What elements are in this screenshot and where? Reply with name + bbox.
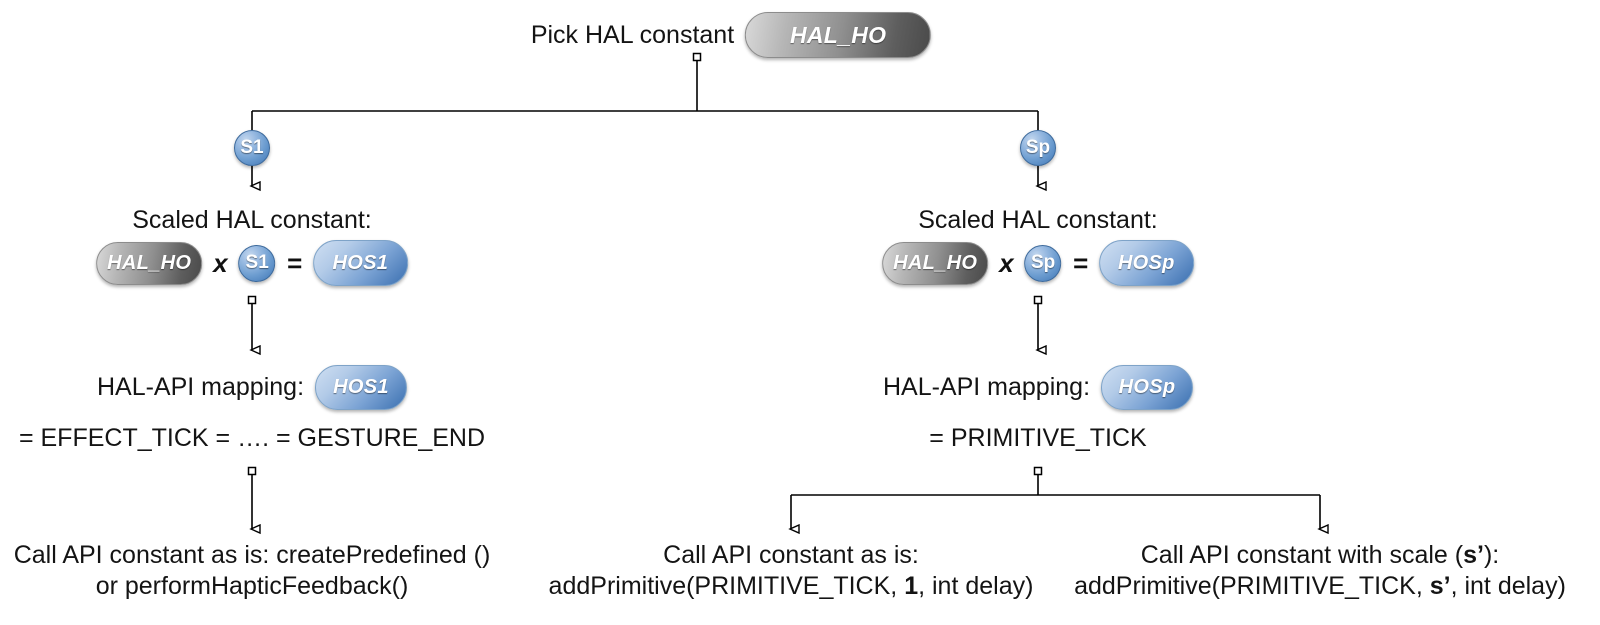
root-node: Pick HAL constant HAL_HO xyxy=(530,12,932,58)
operator-times-left: x xyxy=(213,247,228,278)
right-call-scaled-line2-prefix: addPrimitive(PRIMITIVE_TICK, xyxy=(1074,572,1430,600)
pill-hosp-scaled[interactable]: HOSp xyxy=(1098,240,1194,286)
pill-hal-ho-right[interactable]: HAL_HO xyxy=(882,241,989,285)
right-call-plain-line1: Call API constant as is: xyxy=(663,541,919,569)
right-call-plain-suffix: , int delay) xyxy=(918,572,1034,600)
pill-factor-s1[interactable]: S1 xyxy=(238,244,276,282)
left-scaled-expression: HAL_HO x S1 = HOS1 xyxy=(96,240,408,286)
connector-right-scaled-to-mapping xyxy=(1033,295,1042,351)
pill-hosp-mapping[interactable]: HOSp xyxy=(1101,365,1194,410)
pill-hos1-mapping[interactable]: HOS1 xyxy=(315,365,408,410)
right-call-scaled-line1: Call API constant with scale (s’): xyxy=(1074,540,1566,571)
left-mapping-row: HAL-API mapping: HOS1 xyxy=(96,365,408,410)
right-call-plain-emphasis: 1 xyxy=(904,572,919,600)
pill-hal-ho-root[interactable]: HAL_HO xyxy=(745,12,932,58)
operator-equals-right: = xyxy=(1072,247,1088,278)
right-mapping-row: HAL-API mapping: HOSp xyxy=(882,365,1194,410)
right-call-scaled-line1-suffix: ): xyxy=(1483,541,1500,569)
root-label: Pick HAL constant xyxy=(530,20,735,49)
operator-times-right: x xyxy=(999,247,1014,278)
right-mapping-expansion: = PRIMITIVE_TICK xyxy=(929,424,1147,452)
left-call-line2: or performHapticFeedback() xyxy=(95,572,409,600)
right-call-scaled-line2: addPrimitive(PRIMITIVE_TICK, s’, int del… xyxy=(1074,571,1566,602)
operator-equals-left: = xyxy=(286,247,302,278)
branch-circle-s1[interactable]: S1 xyxy=(234,130,270,166)
right-scaled-expression: HAL_HO x Sp = HOSp xyxy=(882,240,1194,286)
left-call-node: Call API constant as is: createPredefine… xyxy=(14,540,491,602)
right-call-scaled-line1-emphasis: s’ xyxy=(1463,541,1484,569)
right-call-scaled-line1-prefix: Call API constant with scale ( xyxy=(1140,541,1464,569)
branch-circle-sp[interactable]: Sp xyxy=(1020,130,1056,166)
left-mapping-expansion: = EFFECT_TICK = …. = GESTURE_END xyxy=(18,424,486,452)
connector-right-mapping-split xyxy=(791,466,1320,530)
connector-left-mapping-to-call xyxy=(247,466,256,530)
right-call-plain-line2: addPrimitive(PRIMITIVE_TICK, 1, int dela… xyxy=(549,571,1034,602)
pill-hal-ho-left[interactable]: HAL_HO xyxy=(96,241,203,285)
left-mapping-caption: HAL-API mapping: xyxy=(96,373,305,401)
right-call-plain-prefix: addPrimitive(PRIMITIVE_TICK, xyxy=(548,572,905,600)
right-call-scaled-line2-suffix: , int delay) xyxy=(1450,572,1566,600)
left-scaled-caption: Scaled HAL constant: xyxy=(132,206,372,234)
pill-hos1-scaled[interactable]: HOS1 xyxy=(312,240,408,286)
connector-left-scaled-to-mapping xyxy=(247,295,256,351)
right-call-scaled-node: Call API constant with scale (s’): addPr… xyxy=(1074,540,1566,602)
connector-root-split xyxy=(251,52,1039,130)
right-scaled-caption: Scaled HAL constant: xyxy=(918,206,1158,234)
right-mapping-caption: HAL-API mapping: xyxy=(882,373,1091,401)
left-call-line1: Call API constant as is: createPredefine… xyxy=(13,541,491,569)
right-call-scaled-line2-emphasis: s’ xyxy=(1429,572,1451,600)
right-call-plain-node: Call API constant as is: addPrimitive(PR… xyxy=(549,540,1034,602)
pill-factor-sp[interactable]: Sp xyxy=(1024,244,1062,282)
